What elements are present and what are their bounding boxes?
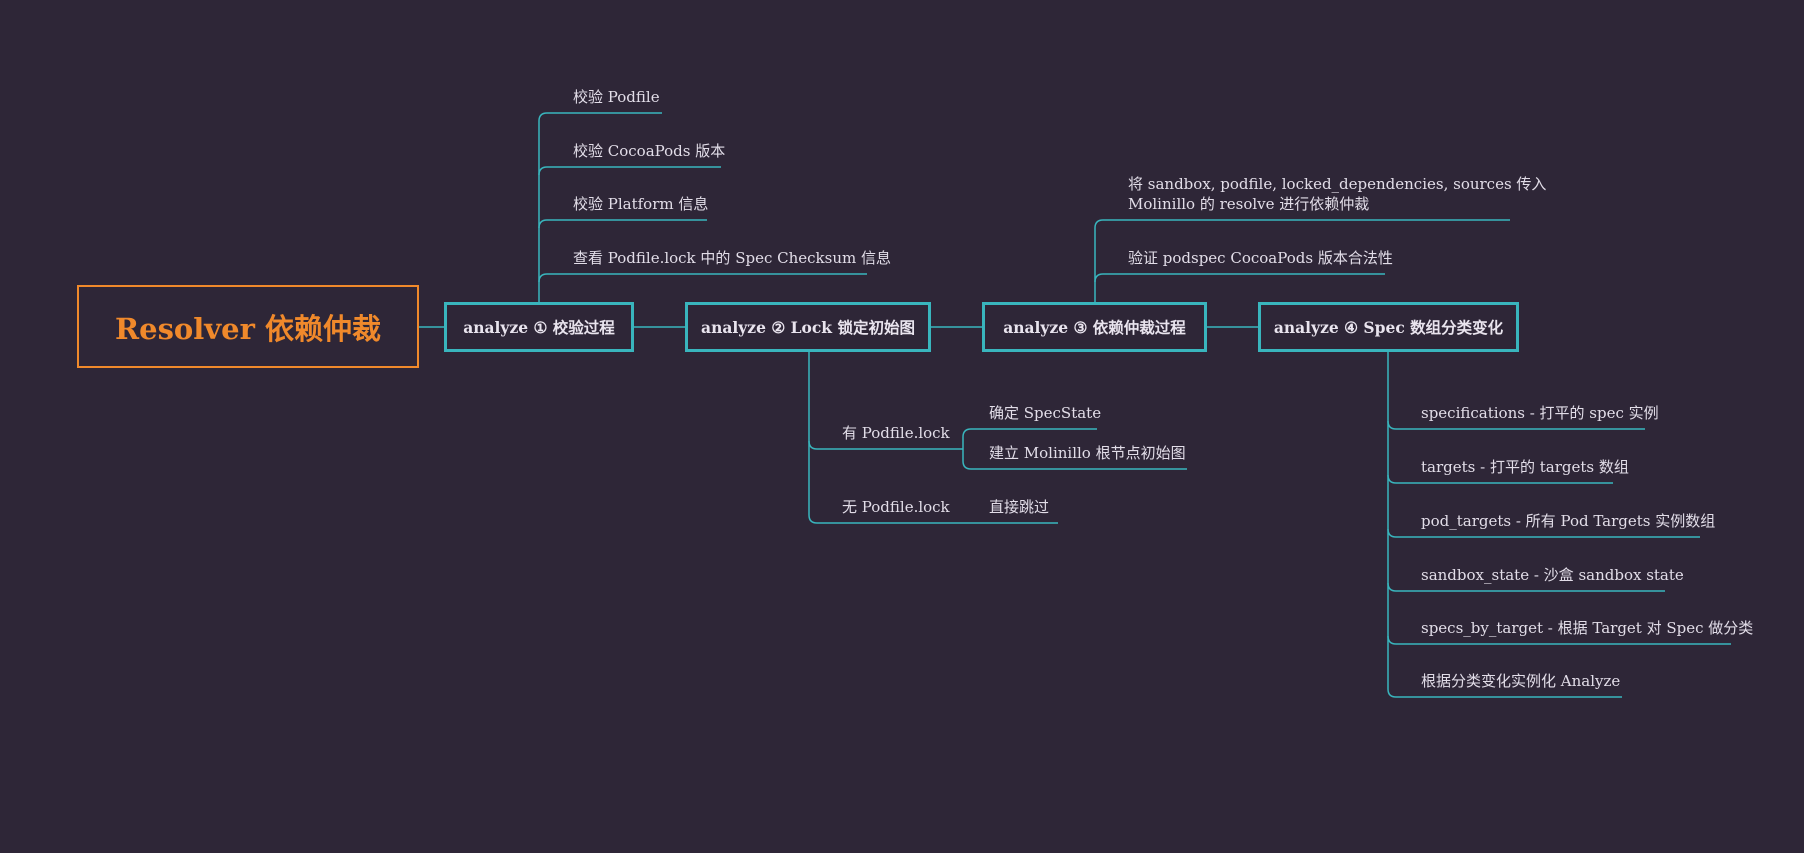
stage-3-item-line: Molinillo 的 resolve 进行依赖仲裁 [1128, 195, 1370, 213]
stage-4-item: targets - 打平的 targets 数组 [1421, 458, 1629, 476]
stage-2-branch-label: 有 Podfile.lock [842, 424, 950, 442]
stage-2-sub-item: 建立 Molinillo 根节点初始图 [989, 444, 1186, 462]
stage-2-sub-item: 确定 SpecState [989, 404, 1102, 422]
stage-4-item: 根据分类变化实例化 Analyze [1421, 672, 1621, 690]
stage-4-item: specifications - 打平的 spec 实例 [1421, 404, 1659, 422]
stage-4-node[interactable]: analyze ④ Spec 数组分类变化 [1258, 302, 1519, 352]
stage-1-node[interactable]: analyze ① 校验过程 [444, 302, 634, 352]
stage-4-item: pod_targets - 所有 Pod Targets 实例数组 [1421, 512, 1716, 530]
root-node[interactable]: Resolver 依赖仲裁 [77, 285, 419, 368]
stage-1-item: 校验 CocoaPods 版本 [573, 142, 726, 160]
stage-2-sub-item: 直接跳过 [989, 498, 1050, 516]
stage-4-item: specs_by_target - 根据 Target 对 Spec 做分类 [1421, 619, 1754, 637]
stage-2-node[interactable]: analyze ② Lock 锁定初始图 [685, 302, 931, 352]
stage-1-item: 查看 Podfile.lock 中的 Spec Checksum 信息 [573, 249, 891, 267]
stage-1-item: 校验 Platform 信息 [573, 195, 709, 213]
stage-3-node[interactable]: analyze ③ 依赖仲裁过程 [982, 302, 1207, 352]
stage-1-item: 校验 Podfile [573, 88, 660, 106]
stage-3-item-line: 将 sandbox, podfile, locked_dependencies,… [1128, 175, 1547, 193]
stage-4-item: sandbox_state - 沙盒 sandbox state [1421, 566, 1684, 584]
stage-3-item: 验证 podspec CocoaPods 版本合法性 [1128, 249, 1393, 267]
stage-2-branch-label: 无 Podfile.lock [842, 498, 950, 516]
